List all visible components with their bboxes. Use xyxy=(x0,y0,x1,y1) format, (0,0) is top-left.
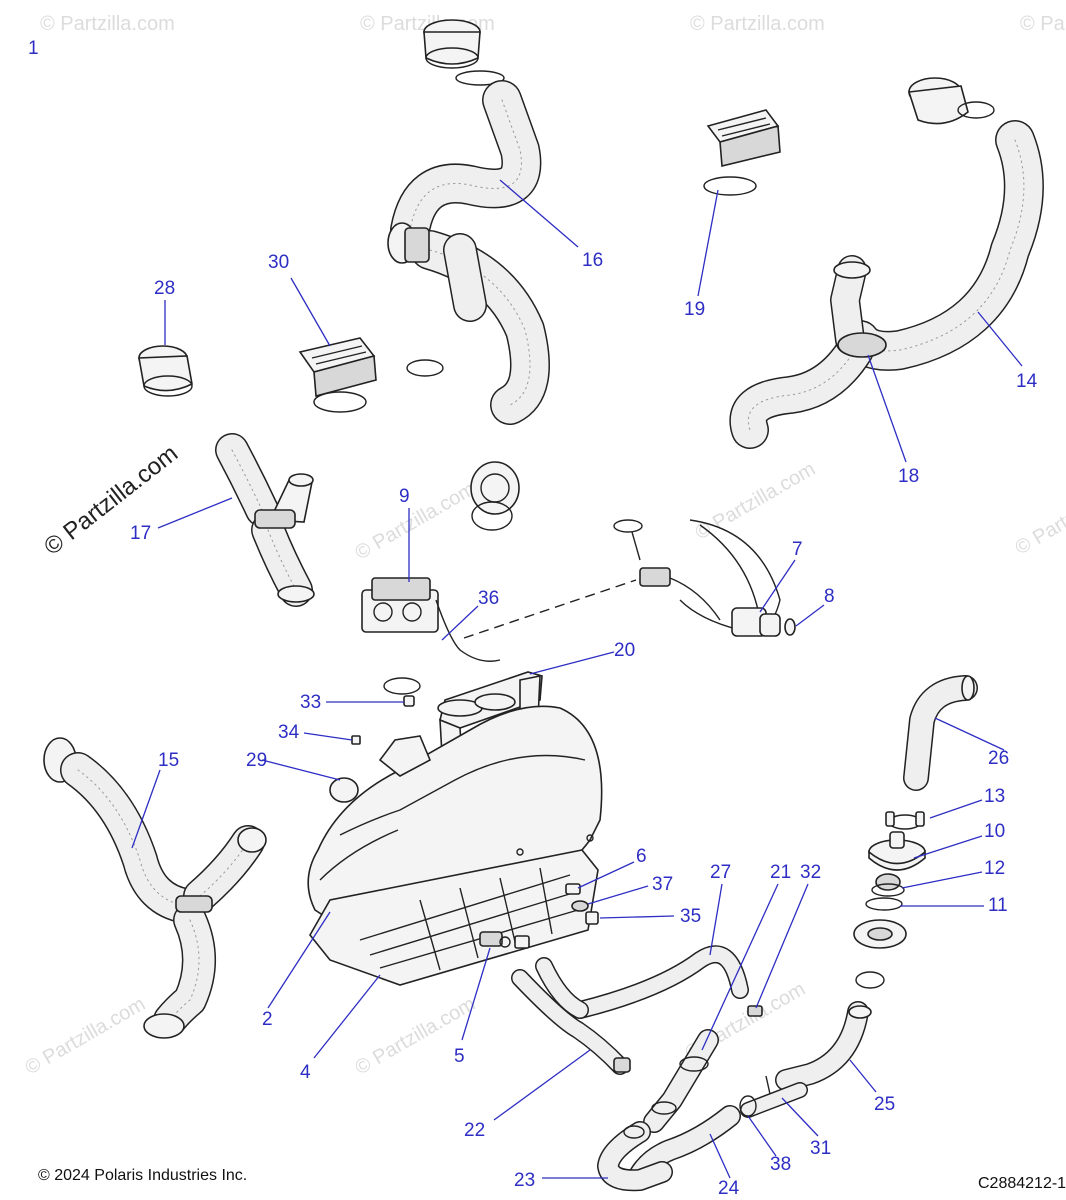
watermark: © Partzilla.com xyxy=(692,458,820,544)
part-33-clamp xyxy=(383,677,421,707)
callout-13: 13 xyxy=(984,786,1005,807)
callout-16: 16 xyxy=(582,250,603,271)
watermark: © Partzilla.com xyxy=(40,13,175,35)
watermark: © Partzilla.com xyxy=(690,13,825,35)
callout-19: 19 xyxy=(684,299,705,320)
callout-9: 9 xyxy=(399,486,410,507)
part-6-grommet xyxy=(565,883,581,895)
callout-38: 38 xyxy=(770,1154,791,1175)
callout-33: 33 xyxy=(300,692,321,713)
callout-6: 6 xyxy=(636,846,647,867)
callout-35: 35 xyxy=(680,906,701,927)
part-fuel-cap xyxy=(470,461,520,531)
part-21-hose-pipe xyxy=(643,1029,719,1133)
part-35-nut xyxy=(585,911,599,925)
callout-17: 17 xyxy=(130,523,151,544)
part-4-skid-plate xyxy=(309,849,599,986)
callout-25: 25 xyxy=(874,1094,895,1115)
callout-28: 28 xyxy=(154,278,175,299)
callout-4: 4 xyxy=(300,1062,311,1083)
part-10-housing xyxy=(868,831,926,871)
part-14-duct-hose xyxy=(729,77,1044,449)
callout-23: 23 xyxy=(514,1170,535,1191)
partzilla-watermark: © Partzilla.com xyxy=(39,440,183,561)
callout-34: 34 xyxy=(278,722,300,743)
callout-5: 5 xyxy=(454,1046,465,1067)
callout-27: 27 xyxy=(710,862,731,883)
callout-31: 31 xyxy=(810,1138,831,1159)
part-15-duct-hose xyxy=(43,737,267,1039)
part-12-thermostat xyxy=(871,873,905,897)
part-9-actuator-bracket xyxy=(361,577,501,662)
part-17-duct-hose xyxy=(215,433,315,607)
callout-26: 26 xyxy=(988,748,1009,769)
callout-29: 29 xyxy=(246,750,267,771)
part-27-coolant-hose xyxy=(535,945,749,1019)
part-19-vent-register xyxy=(703,109,781,196)
part-hose-clamp xyxy=(406,359,444,377)
callout-37: 37 xyxy=(652,874,673,895)
callout-24: 24 xyxy=(718,1178,740,1199)
part-23-coolant-hose xyxy=(597,1121,673,1192)
callout-10: 10 xyxy=(984,821,1005,842)
part-34-screw xyxy=(351,735,361,745)
drawing-number: C2884212-1 xyxy=(978,1175,1066,1192)
callout-18: 18 xyxy=(898,466,919,487)
part-7-sensor-harness xyxy=(613,519,781,637)
callout-32: 32 xyxy=(800,862,821,883)
part-30-vent-register xyxy=(298,337,377,413)
part-37-washer xyxy=(571,900,589,912)
callout-21: 21 xyxy=(770,862,791,883)
callout-14: 14 xyxy=(1016,371,1038,392)
part-11-housing xyxy=(853,897,907,989)
watermark: © Partzilla.com xyxy=(22,993,150,1079)
part-28-adapter-sleeve xyxy=(138,345,193,397)
part-13-clamp xyxy=(885,811,925,830)
callout-30: 30 xyxy=(268,252,289,273)
part-26-elbow-hose xyxy=(903,675,978,791)
callout-2: 2 xyxy=(262,1009,273,1030)
callout-36: 36 xyxy=(478,588,499,609)
part-8-seal xyxy=(784,618,796,636)
part-22-coolant-hose xyxy=(511,969,631,1075)
watermark: © Partzilla.com xyxy=(1020,13,1066,35)
callout-11: 11 xyxy=(988,895,1008,916)
page-number: 1 xyxy=(28,38,39,59)
part-5-fitting xyxy=(479,931,530,949)
watermark: © Partzilla.com xyxy=(1012,473,1066,559)
part-25-coolant-hose xyxy=(775,1001,872,1091)
watermark: © Partzilla.com xyxy=(352,478,480,564)
callout-15: 15 xyxy=(158,750,179,771)
part-16-duct-hose xyxy=(387,19,550,425)
callout-12: 12 xyxy=(984,858,1005,879)
callout-20: 20 xyxy=(614,640,635,661)
part-32-clamp xyxy=(747,1005,763,1017)
callout-22: 22 xyxy=(464,1120,485,1141)
part-24-coolant-hose xyxy=(629,1105,741,1185)
callout-7: 7 xyxy=(792,539,803,560)
callout-8: 8 xyxy=(824,586,835,607)
copyright-text: © 2024 Polaris Industries Inc. xyxy=(38,1167,247,1184)
